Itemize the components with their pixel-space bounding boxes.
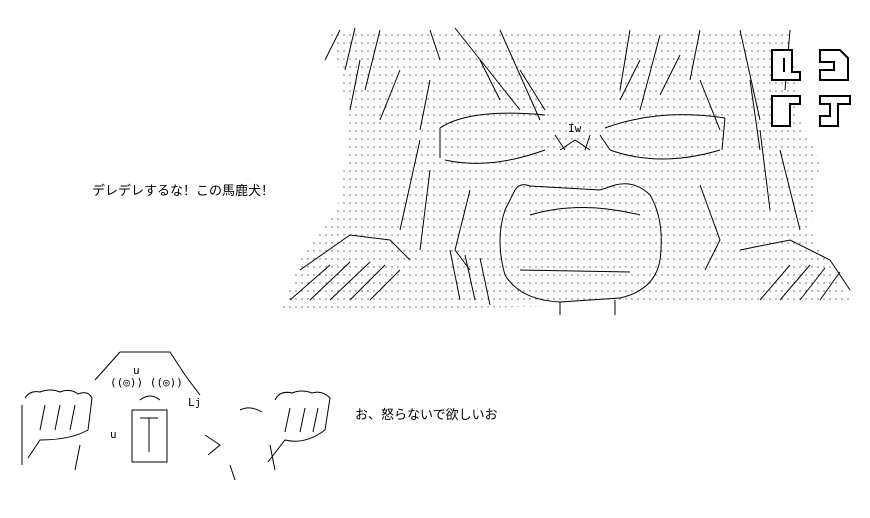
brow-wrinkle-mark: Iw	[568, 122, 582, 135]
scared-character: ((◎)) ((◎)) u u Lj	[21, 351, 331, 481]
apology-speech-text: お、怒らないで欲しいお	[355, 408, 498, 423]
scared-eyes-mark: ((◎)) ((◎))	[110, 376, 183, 389]
eye-sweat-mark: u	[133, 364, 140, 377]
angry-speech-text: デレデレするな！この馬鹿犬！	[92, 184, 275, 199]
anger-vein-icon	[771, 49, 851, 127]
sweat-drop-mark: u	[110, 428, 117, 441]
hand-motion-mark: Lj	[188, 396, 201, 409]
angry-character: Iw	[280, 27, 851, 315]
